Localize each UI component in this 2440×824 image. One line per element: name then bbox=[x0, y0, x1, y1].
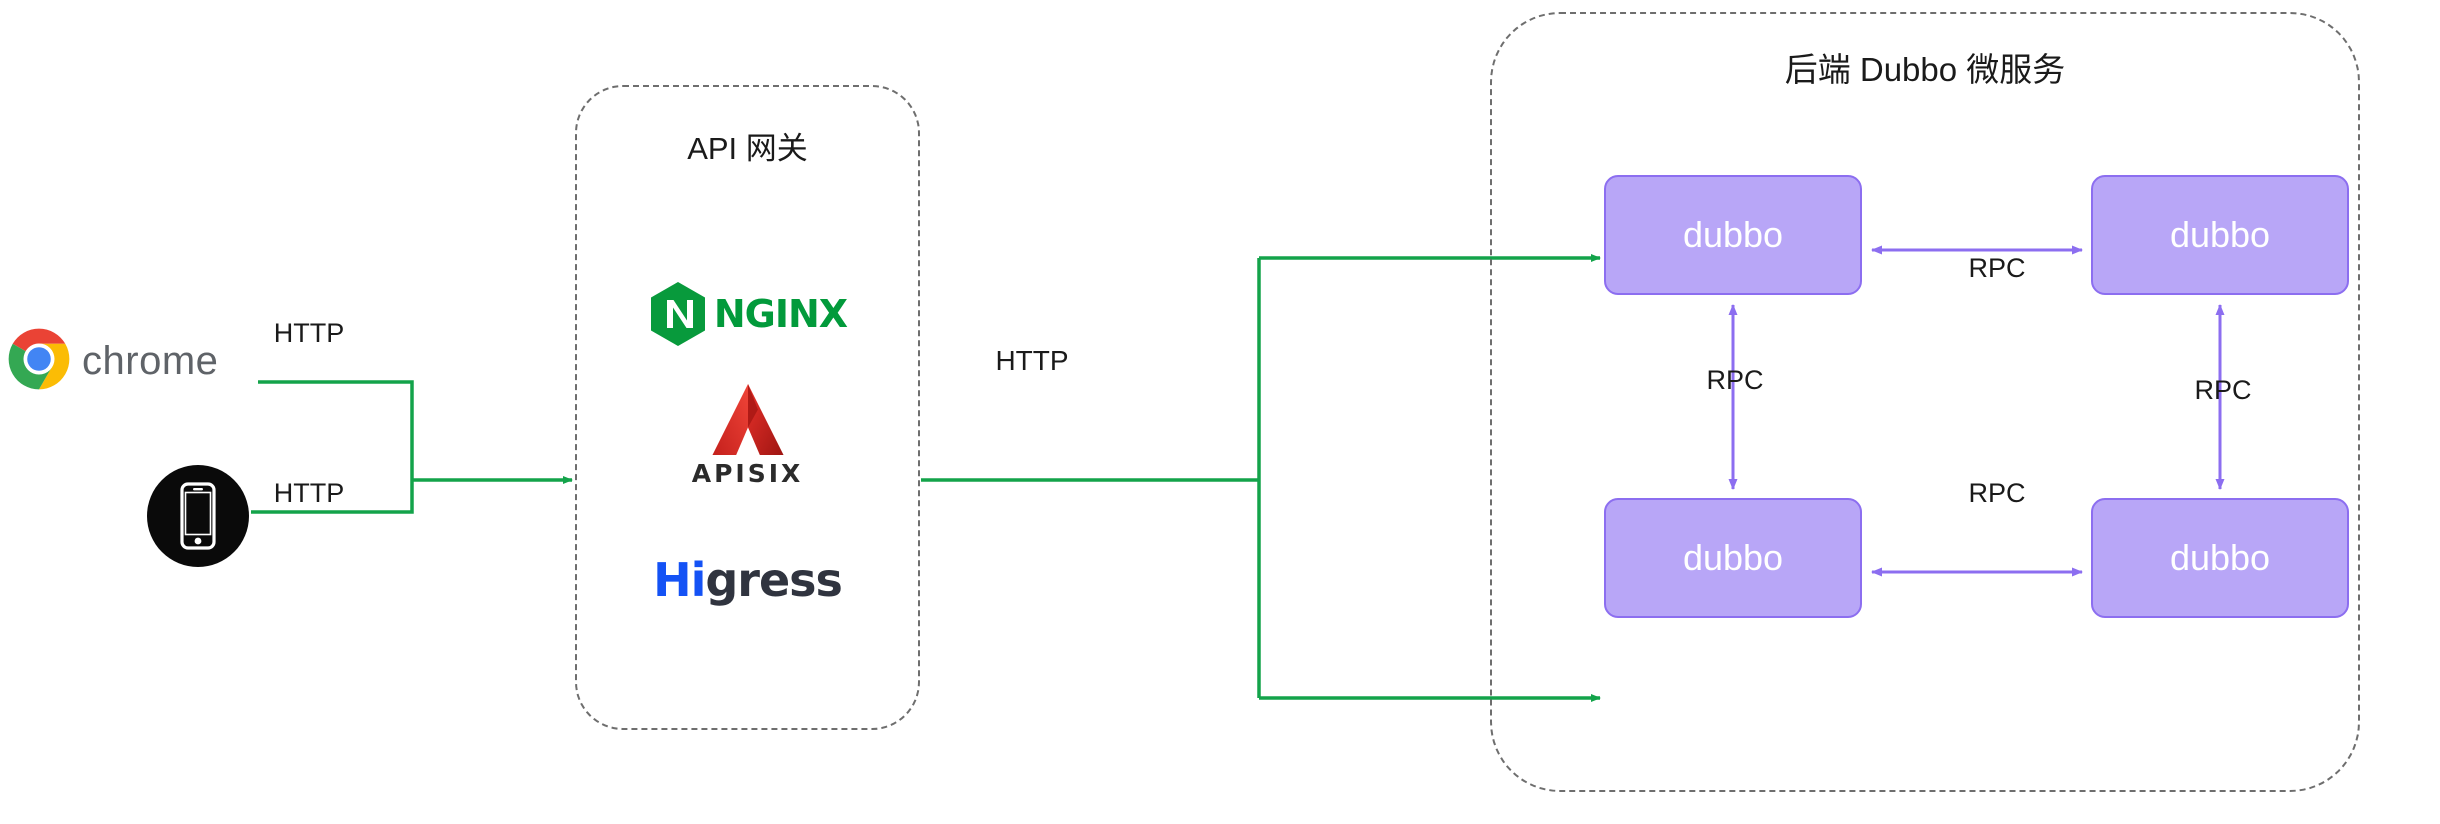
edge-label-rpc-top: RPC bbox=[1968, 253, 2026, 283]
nginx-wordmark: NGINX bbox=[713, 292, 848, 336]
chrome-label: chrome bbox=[82, 338, 219, 383]
higress-wordmark-primary: Hi bbox=[653, 553, 706, 607]
client-mobile bbox=[145, 463, 251, 569]
mobile-phone-icon bbox=[147, 465, 249, 567]
edge-label-rpc-right: RPC bbox=[2194, 375, 2252, 405]
edge-label-rpc-left: RPC bbox=[1706, 365, 1764, 395]
edge-label-http-mobile: HTTP bbox=[273, 478, 345, 508]
client-chrome: chrome bbox=[8, 325, 258, 397]
backend-dubbo-title: 后端 Dubbo 微服务 bbox=[1784, 51, 2066, 88]
gateway-product-nginx: NGINX bbox=[575, 278, 920, 350]
edge-label-http-chrome: HTTP bbox=[273, 318, 345, 348]
edge-label-http-gateway: HTTP bbox=[995, 345, 1069, 376]
backend-dubbo-group bbox=[1490, 12, 2360, 792]
edge-chrome-to-junction bbox=[258, 380, 414, 480]
api-gateway-group bbox=[575, 85, 920, 730]
apisix-logo-icon bbox=[711, 383, 784, 456]
api-gateway-title: API 网关 bbox=[687, 131, 808, 166]
dubbo-service-top-right[interactable]: dubbo bbox=[2091, 175, 2349, 295]
higress-wordmark-secondary: gress bbox=[705, 553, 843, 607]
dubbo-service-bottom-right[interactable]: dubbo bbox=[2091, 498, 2349, 618]
dubbo-service-top-left[interactable]: dubbo bbox=[1604, 175, 1862, 295]
dubbo-service-bottom-left[interactable]: dubbo bbox=[1604, 498, 1862, 618]
edge-label-rpc-bottom: RPC bbox=[1968, 478, 2026, 508]
chrome-logo-icon bbox=[8, 328, 70, 395]
apisix-wordmark: APISIX bbox=[691, 459, 804, 488]
nginx-logo-icon bbox=[650, 282, 705, 346]
gateway-product-apisix: APISIX bbox=[575, 382, 920, 488]
